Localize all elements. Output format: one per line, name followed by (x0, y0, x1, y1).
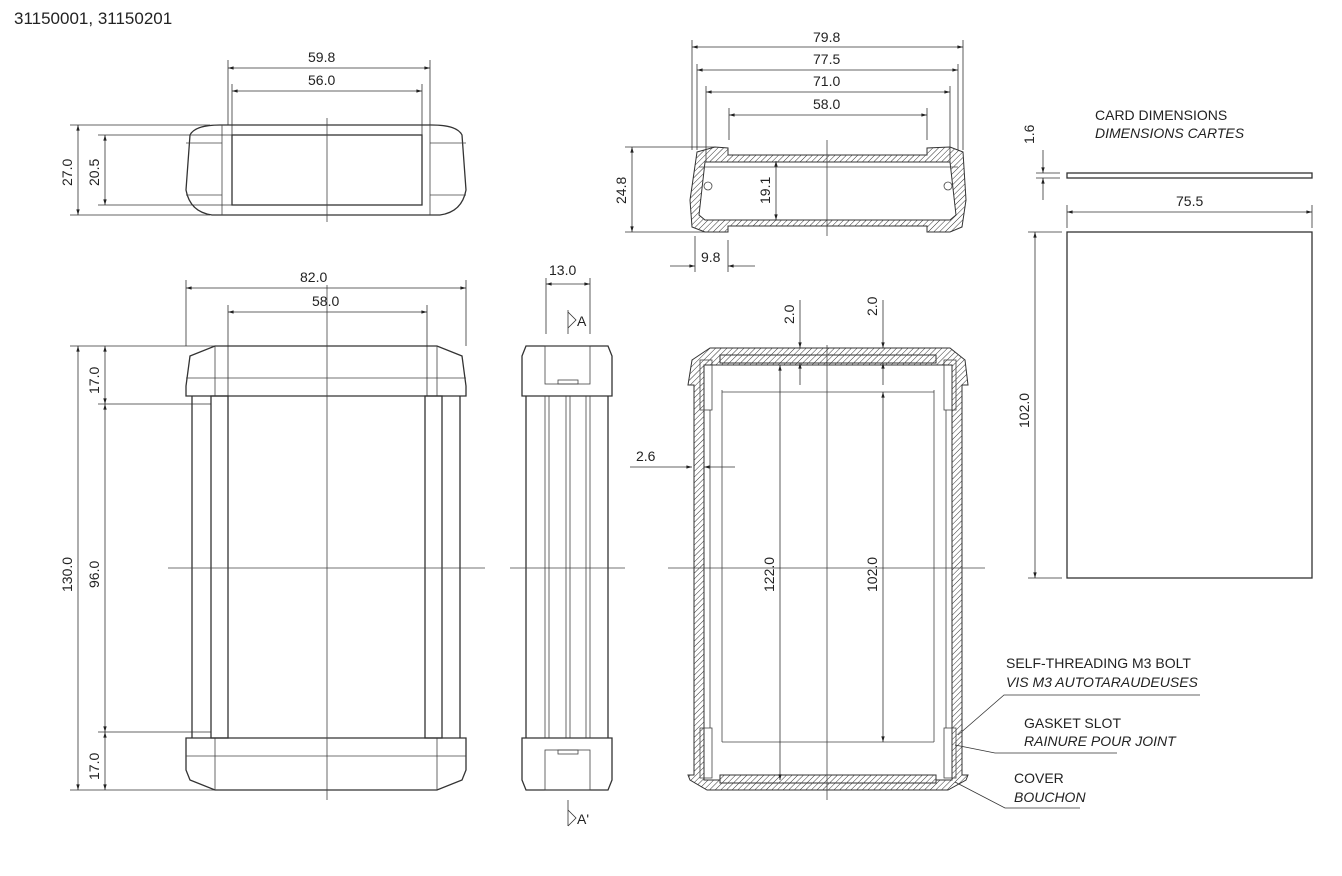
dim-front-cap-bottom: 17.0 (86, 753, 102, 780)
dim-front-cap-top: 17.0 (86, 367, 102, 394)
card-dimensions: CARD DIMENSIONS DIMENSIONS CARTES 1.6 75… (1016, 107, 1313, 579)
dim-card-length: 102.0 (1016, 393, 1032, 428)
dim-section-w1: 79.8 (813, 29, 840, 45)
dim-inner-length: 122.0 (761, 557, 777, 592)
callout-bolt-fr: VIS M3 AUTOTARAUDEUSES (1006, 674, 1199, 690)
dim-front-width-inner: 58.0 (312, 293, 339, 309)
dim-end-height-outer: 27.0 (59, 159, 75, 186)
card-label-fr: DIMENSIONS CARTES (1095, 125, 1245, 141)
dim-section-w2: 77.5 (813, 51, 840, 67)
dim-section-inner-height: 19.1 (757, 177, 773, 204)
cross-section-view: 79.8 77.5 71.0 58.0 24.8 19.1 9.8 (613, 29, 967, 272)
section-marker-a: A (577, 313, 587, 329)
dim-section-offset: 9.8 (701, 249, 721, 265)
dim-card-thickness: 1.6 (1021, 124, 1037, 144)
card-label-en: CARD DIMENSIONS (1095, 107, 1227, 123)
front-view: 82.0 58.0 130.0 17.0 96.0 17.0 (59, 269, 485, 800)
drawing-title: 31150001, 31150201 (14, 9, 172, 28)
end-view: 59.8 56.0 27.0 20.5 (59, 49, 467, 222)
dim-section-w3: 71.0 (813, 73, 840, 89)
callout-bolt-en: SELF-THREADING M3 BOLT (1006, 655, 1191, 671)
dim-wall-top-left: 2.0 (781, 304, 797, 324)
dim-card-length-section: 102.0 (864, 557, 880, 592)
dim-section-height: 24.8 (613, 177, 629, 204)
callouts: SELF-THREADING M3 BOLT VIS M3 AUTOTARAUD… (954, 655, 1200, 809)
callout-cover-fr: BOUCHON (1014, 789, 1086, 805)
dim-side-wall: 2.6 (636, 448, 656, 464)
side-view: 13.0 A A' (510, 262, 625, 827)
dim-front-width-outer: 82.0 (300, 269, 327, 285)
dim-end-width-outer: 59.8 (308, 49, 335, 65)
callout-gasket-en: GASKET SLOT (1024, 715, 1121, 731)
dim-wall-top-right: 2.0 (864, 296, 880, 316)
dim-section-w4: 58.0 (813, 96, 840, 112)
dim-front-middle: 96.0 (86, 561, 102, 588)
long-section-view: 2.0 2.0 2.6 122.0 102.0 (630, 296, 985, 800)
callout-gasket-fr: RAINURE POUR JOINT (1024, 733, 1177, 749)
dim-end-width-inner: 56.0 (308, 72, 335, 88)
callout-cover-en: COVER (1014, 770, 1064, 786)
dim-side-width: 13.0 (549, 262, 576, 278)
dim-front-length: 130.0 (59, 557, 75, 592)
dim-card-width: 75.5 (1176, 193, 1203, 209)
dim-end-height-inner: 20.5 (86, 159, 102, 186)
section-marker-a-prime: A' (577, 811, 589, 827)
